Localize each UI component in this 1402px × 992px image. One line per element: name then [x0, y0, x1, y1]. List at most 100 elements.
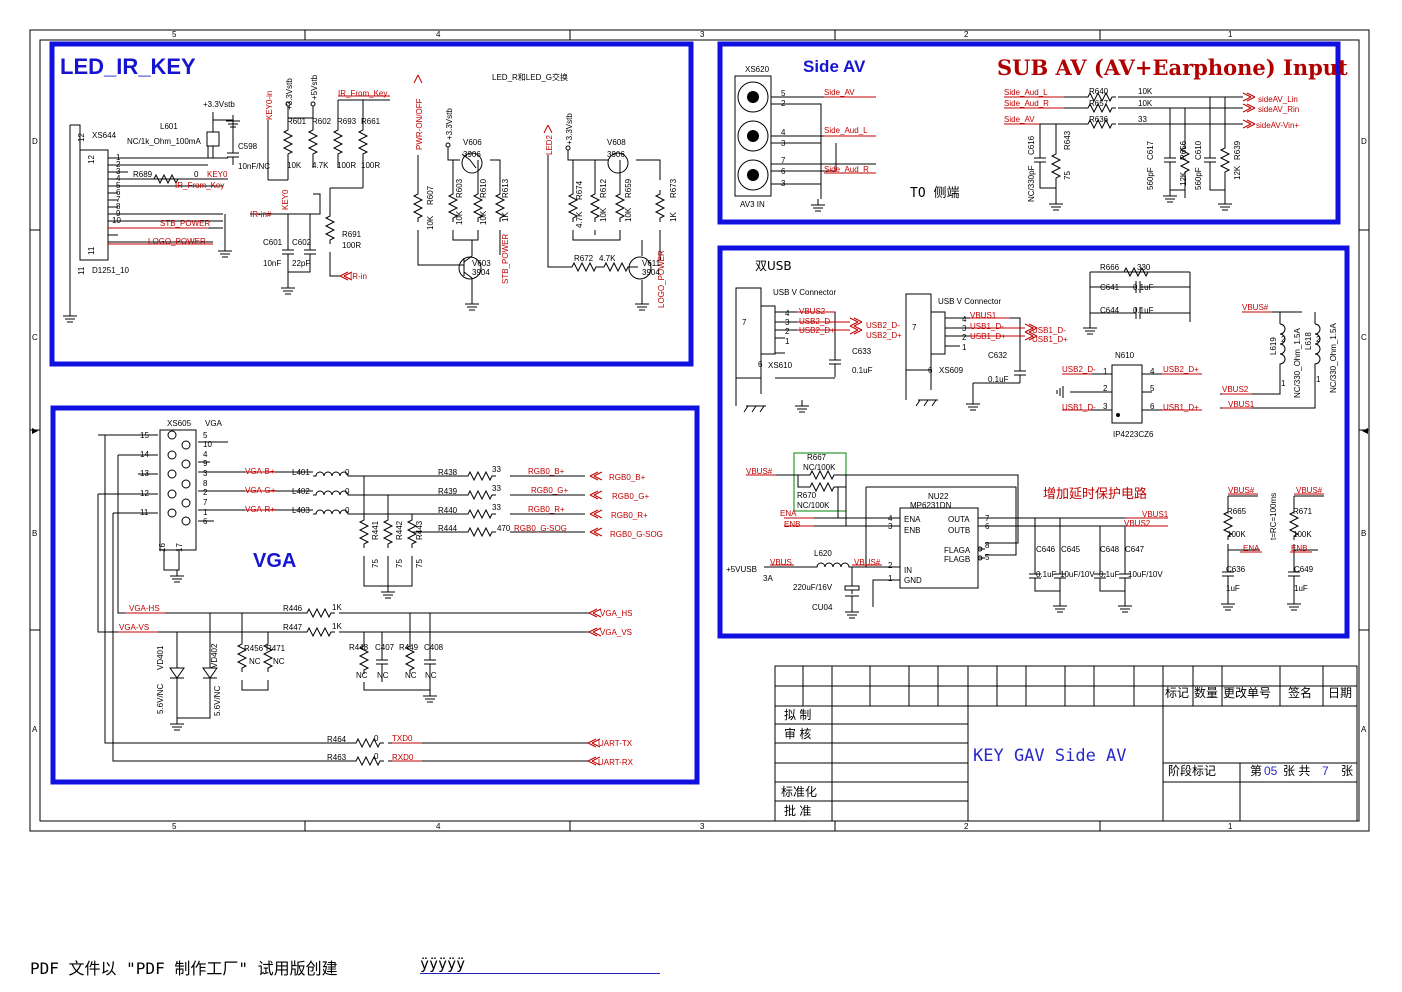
pdf-trial-note: PDF 文件以 "PDF 制作工厂" 试用版创建	[30, 959, 338, 978]
pdf-trial-link[interactable]: ÿÿÿÿÿ	[420, 955, 660, 974]
vga-pin-contact	[181, 516, 191, 526]
tb-approve: 批 准	[784, 803, 811, 818]
vga-pin-left: 12	[140, 489, 149, 498]
vga-pin-right: 8	[203, 479, 208, 488]
r613-label: R613	[501, 178, 510, 198]
r661-label: R661	[361, 117, 381, 126]
v33stb-label-2: +3.3Vstb	[285, 78, 294, 110]
v33stb-label-3: +3.3Vstb	[445, 108, 454, 140]
c649-value: 1uF	[1294, 584, 1308, 593]
c598-value: 10nF/NC	[238, 162, 270, 171]
v603-label: V603	[472, 259, 491, 268]
side-aud-l-in: Side_Aud_L	[1004, 88, 1048, 97]
r671-value: 100K	[1293, 530, 1312, 539]
r673-label: R673	[669, 178, 678, 198]
r456-value: NC	[249, 657, 261, 666]
c641-label: C641	[1100, 283, 1120, 292]
av3-in-label: AV3 IN	[740, 200, 765, 209]
l618-value: NC/330_Ohm_1.5A	[1329, 323, 1338, 393]
r463-label: R463	[327, 753, 347, 762]
nu22-pin3: 3	[888, 522, 893, 531]
c648-label: C648	[1100, 545, 1120, 554]
vga-conn-label: VGA	[205, 419, 223, 428]
vga-pin-right: 2	[203, 488, 208, 497]
c616-label: C616	[1027, 135, 1036, 155]
sub-av-title: SUB AV (AV+Earphone) Input	[997, 55, 1348, 80]
vga-pin-contact	[181, 479, 191, 489]
r657-label: R657	[1089, 99, 1109, 108]
rxd0-net: RXD0	[392, 753, 414, 762]
c602-value: 22pF	[292, 259, 310, 268]
usb-connector-xs609	[930, 311, 946, 355]
vga-title: VGA	[253, 550, 296, 572]
vga-hs-net: VGA-HS	[129, 604, 160, 613]
r612-value: 10K	[599, 207, 608, 222]
side-aud-r-net: Side_Aud_R	[824, 165, 869, 174]
vga-pin-left: 15	[140, 431, 149, 440]
n610-pin-1: 1	[1103, 367, 1108, 376]
c647-label: C647	[1125, 545, 1145, 554]
xs644-label: XS644	[92, 131, 117, 140]
xs620-label: XS620	[745, 65, 770, 74]
title-block: 标记 数量 更改单号 签名 日期 拟 制 审 核 标准化 批 准 KEY GAV…	[774, 665, 1358, 822]
r601-value: 10K	[287, 161, 302, 170]
r673-value: 1K	[669, 212, 678, 222]
xs620-pin3: 3	[781, 139, 786, 148]
vga-pin-right: 9	[203, 459, 208, 468]
c601-value: 10nF	[263, 259, 281, 268]
row-label-a-right: A	[1361, 725, 1367, 734]
rgb0-r-net: RGB0_R+	[528, 505, 565, 514]
nu22-pin8: 8	[985, 541, 990, 550]
nu22-label: NU22	[928, 492, 949, 501]
xs644-pin-6: 6	[116, 188, 121, 197]
vbus1-net: VBUS1	[970, 311, 997, 320]
row-label-a: A	[32, 725, 38, 734]
c633-value: 0.1uF	[852, 366, 873, 375]
c636-value: 1uF	[1226, 584, 1240, 593]
vga-pin-right: 5	[203, 431, 208, 440]
v606-label: V606	[463, 138, 482, 147]
usb-connector-xs610	[760, 305, 776, 355]
xs609-pin-3: 3	[962, 324, 967, 333]
xs610-pin-6: 6	[758, 360, 763, 369]
key0-net-2: KEY0	[281, 189, 290, 210]
vga-pin-contact	[181, 459, 191, 469]
ir-in-hash-net: IR-in#	[250, 210, 272, 219]
row-label-d-right: D	[1361, 137, 1367, 146]
r447-label: R447	[283, 623, 303, 632]
r639-label: R639	[1233, 140, 1242, 160]
col-label-4-bottom: 4	[436, 822, 441, 831]
rgb0-sog-net: RGB0_G-SOG	[514, 524, 567, 533]
dual-usb-title: 双USB	[755, 259, 792, 273]
pin-ena: ENA	[904, 515, 921, 524]
cu04-value: 220uF/16V	[793, 583, 833, 592]
r456-label: R456	[244, 644, 264, 653]
r689-label: R689	[133, 170, 153, 179]
xs610-pin-1: 1	[785, 337, 790, 346]
r661-value: 100R	[361, 161, 380, 170]
vbus2-out: VBUS2	[1124, 519, 1151, 528]
vga-pin-contact	[167, 430, 177, 440]
l403-label: L403	[292, 506, 310, 515]
inductor-pin: 2	[1281, 335, 1286, 344]
vga-pin-left: 14	[140, 450, 149, 459]
xs644-pin-8: 8	[116, 202, 121, 211]
r640-value: 10K	[1138, 87, 1153, 96]
row-label-b: B	[32, 529, 37, 538]
r448-value: NC	[356, 671, 368, 680]
r643-value: 75	[1063, 171, 1072, 180]
r438-label: R438	[438, 468, 458, 477]
r613-value: 1K	[501, 212, 510, 222]
usb1-dp-net: USB1_D+	[970, 332, 1006, 341]
xs644-inner-11: 11	[87, 246, 96, 255]
l402-value: 0	[345, 487, 350, 496]
vga-pin-17: 17	[175, 543, 184, 552]
delay-protect-note: 增加延时保护电路	[1043, 486, 1147, 502]
r449-label: R449	[399, 643, 419, 652]
rgb0-g-net: RGB0_G+	[531, 486, 568, 495]
r438-value: 33	[492, 465, 501, 474]
vga-pin-right: 1	[203, 508, 208, 517]
r439-value: 33	[492, 484, 501, 493]
c610-value: 560pF	[1194, 167, 1203, 190]
